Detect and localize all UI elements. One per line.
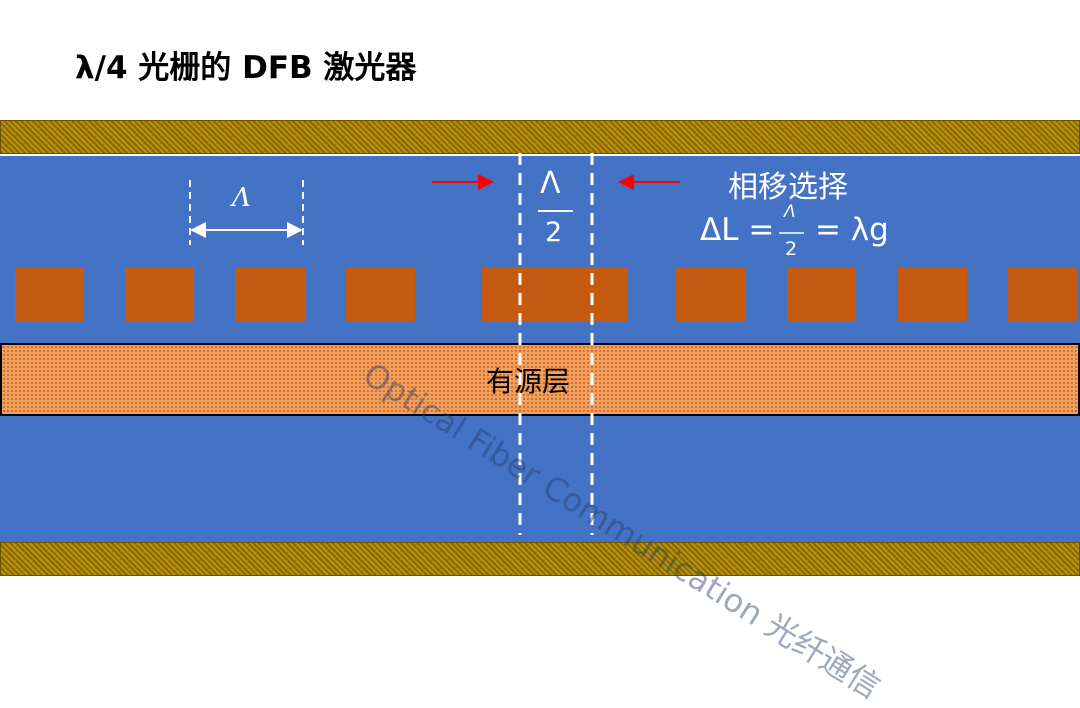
grating-tooth-phase-shift: [482, 268, 628, 321]
period-label: Λ: [232, 183, 251, 213]
grating-tooth: [1008, 268, 1077, 321]
grating-tooth: [676, 268, 745, 321]
grating-tooth: [346, 268, 415, 321]
formula-numerator: Λ: [784, 202, 796, 222]
formula-right: = λg: [815, 212, 889, 248]
phase-shift-label: 相移选择: [728, 170, 848, 205]
formula-left: ΔL =: [700, 212, 775, 248]
bottom-metal-contact: [0, 542, 1080, 576]
annotation-overlay: [189, 174, 804, 245]
active-layer-label: 有源层: [486, 365, 571, 398]
grating-tooth: [787, 268, 856, 321]
top-metal-contact: [0, 120, 1080, 154]
formula-denominator: 2: [785, 238, 798, 260]
active-layer: [0, 343, 1080, 416]
grating-tooth: [125, 268, 194, 321]
grating-tooth: [235, 268, 305, 321]
grating-tooth: [15, 268, 84, 321]
page-title: λ/4 光栅的 DFB 激光器: [75, 50, 417, 86]
half-period-denominator: 2: [545, 217, 563, 248]
grating-tooth: [898, 268, 967, 321]
half-period-numerator: Λ: [540, 166, 561, 201]
